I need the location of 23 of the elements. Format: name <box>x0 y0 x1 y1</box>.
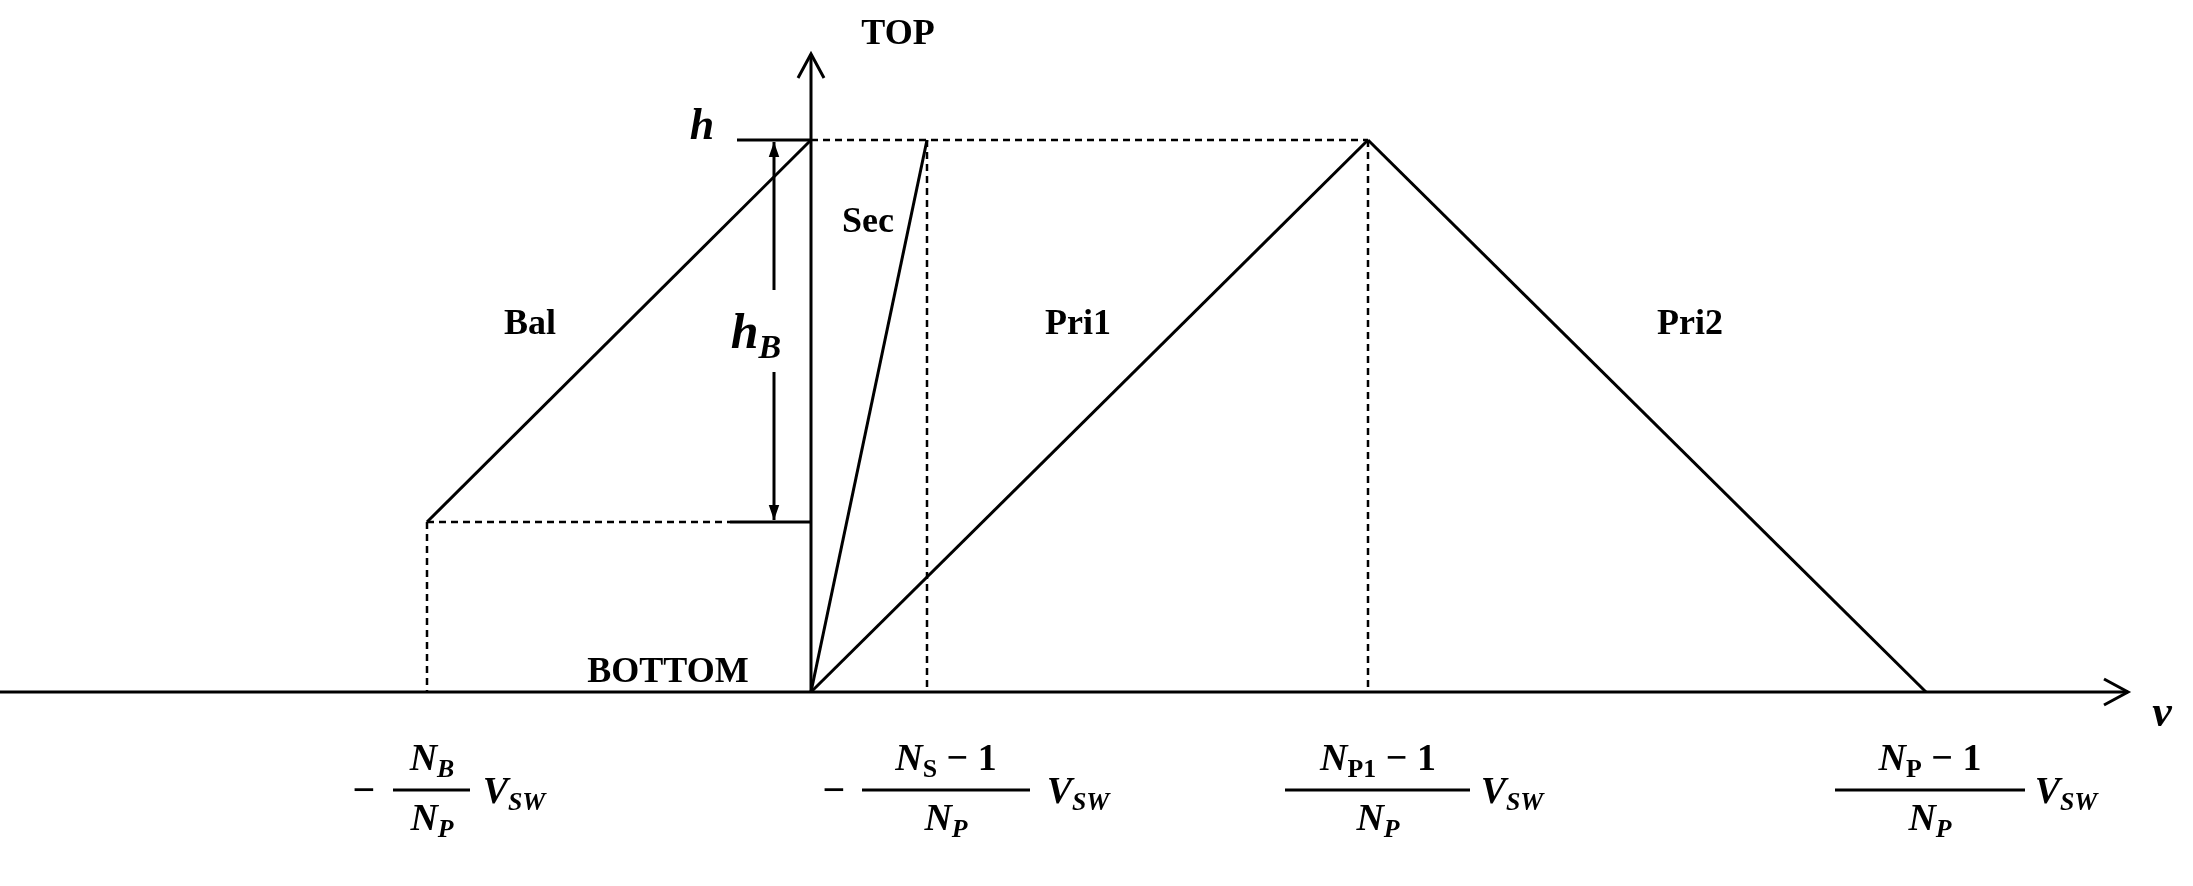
formula-numerator: N$_{B}$ <box>409 737 455 783</box>
axis-label: TOP <box>861 14 935 50</box>
formula-denominator: N$_{P}$ <box>924 797 968 843</box>
formula-numerator: N$_{P}$ − 1 <box>1878 737 1982 783</box>
formula-term: V$_{SW}$ <box>2034 770 2098 816</box>
axis-label: BOTTOM <box>587 652 749 688</box>
formula-term: V$_{SW}$ <box>1480 770 1544 816</box>
formula-numerator: N$_{P1}$ − 1 <box>1320 737 1436 783</box>
math-symbol: − <box>822 770 846 810</box>
height-label: h <box>689 103 715 147</box>
formula-denominator: N$_{P}$ <box>410 797 454 843</box>
winding-label: Pri2 <box>1657 304 1723 340</box>
formula-numerator: N$_{S}$ − 1 <box>895 737 997 783</box>
formula-denominator: N$_{P}$ <box>1356 797 1400 843</box>
formula-denominator: N$_{P}$ <box>1908 797 1952 843</box>
axis-label: v <box>2152 690 2172 734</box>
dimension-label: h$_{B}$ <box>730 305 782 365</box>
winding-label: Pri1 <box>1045 304 1111 340</box>
math-symbol: − <box>352 770 376 810</box>
winding-label: Sec <box>842 202 894 238</box>
formula-term: V$_{SW}$ <box>482 770 546 816</box>
winding-label: Bal <box>504 304 556 340</box>
formula-term: V$_{SW}$ <box>1046 770 1110 816</box>
